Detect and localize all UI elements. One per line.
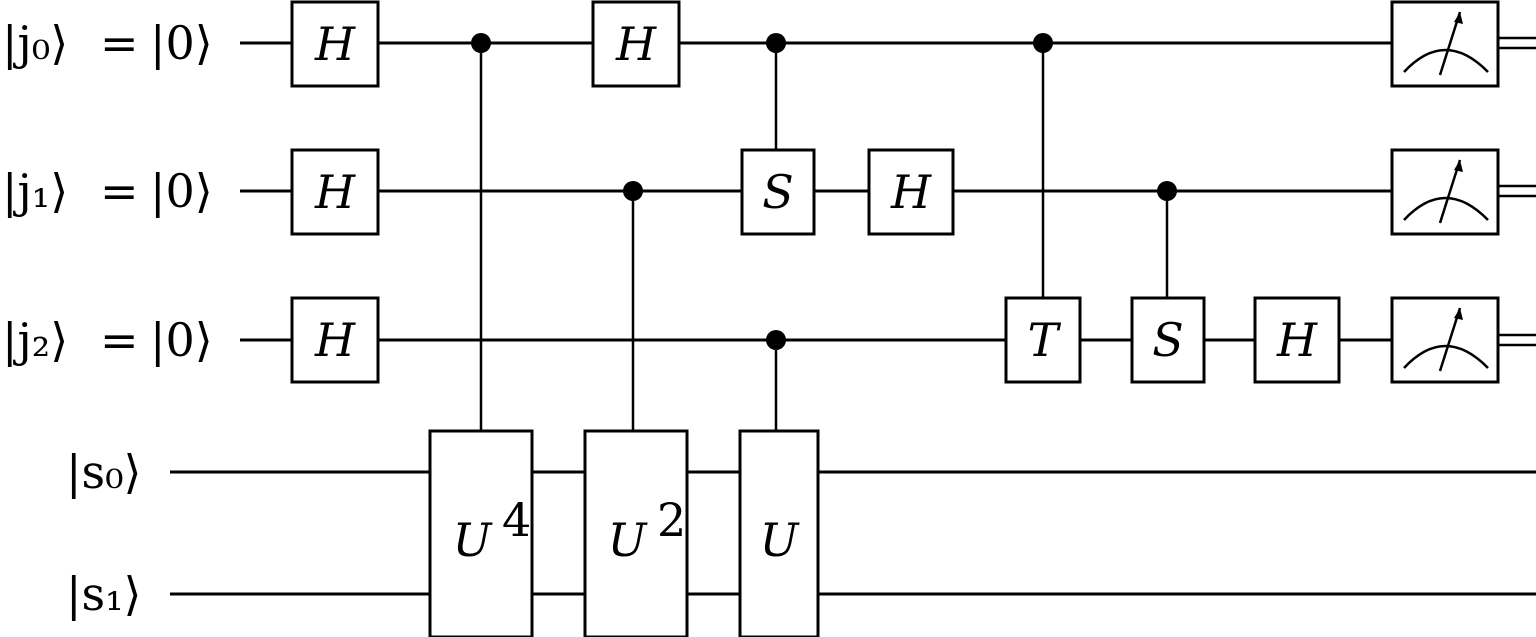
control-dot: [623, 181, 643, 201]
controlled-s-gate-j2: S: [1130, 296, 1206, 384]
control-dot: [1157, 181, 1177, 201]
measurement-meter-icon: [1390, 0, 1500, 88]
exponent: 4: [502, 493, 531, 547]
controlled-u-gate: U: [738, 429, 820, 637]
hadamard-gate-j1: H: [290, 148, 380, 236]
svg-text:U: U: [453, 513, 494, 567]
ket-zero: |0⟩: [150, 313, 213, 367]
equals-sign: =: [100, 16, 139, 70]
ket-j2: |j₂⟩: [2, 313, 68, 367]
ket-zero: |0⟩: [150, 164, 213, 218]
control-dot: [471, 33, 491, 53]
control-dot: [766, 33, 786, 53]
svg-text:U: U: [760, 513, 801, 567]
svg-text:U: U: [608, 513, 649, 567]
ket-j1: |j₁⟩: [2, 164, 68, 218]
control-dot: [1033, 33, 1053, 53]
controlled-u4-gate: U 4: [428, 429, 534, 637]
equals-sign: =: [100, 164, 139, 218]
svg-text:H: H: [1276, 313, 1318, 367]
classical-wire-j1: [1498, 184, 1536, 198]
ket-s0: |s₀⟩: [66, 445, 142, 499]
svg-text:S: S: [762, 165, 794, 219]
classical-wire-j2: [1498, 333, 1536, 347]
wire-label-j2: |j₂⟩ = |0⟩: [2, 313, 213, 367]
hadamard-gate-j0-qft: H: [591, 0, 681, 88]
svg-text:T: T: [1028, 313, 1062, 367]
controlled-s-gate-j1: S: [740, 148, 816, 236]
measurement-meter-icon: [1390, 148, 1500, 236]
svg-text:S: S: [1152, 313, 1184, 367]
svg-text:H: H: [615, 17, 657, 71]
svg-text:H: H: [314, 17, 356, 71]
exponent: 2: [657, 493, 686, 547]
measurement-meter-icon: [1390, 296, 1500, 384]
hadamard-gate-j2-qft: H: [1253, 296, 1341, 384]
hadamard-gate-j0: H: [290, 0, 380, 88]
ket-s1: |s₁⟩: [66, 567, 142, 621]
equals-sign: =: [100, 313, 139, 367]
hadamard-gate-j1-qft: H: [867, 148, 955, 236]
svg-text:H: H: [314, 313, 356, 367]
hadamard-gate-j2: H: [290, 296, 380, 384]
wire-label-j0: |j₀⟩ = |0⟩: [2, 16, 213, 70]
controlled-u2-gate: U 2: [583, 429, 689, 637]
svg-text:H: H: [314, 165, 356, 219]
classical-wire-j0: [1498, 36, 1536, 50]
ket-j0: |j₀⟩: [2, 16, 68, 70]
controlled-t-gate-j2: T: [1004, 296, 1082, 384]
control-dot: [766, 330, 786, 350]
wire-label-j1: |j₁⟩ = |0⟩: [2, 164, 213, 218]
svg-text:H: H: [890, 165, 932, 219]
ket-zero: |0⟩: [150, 16, 213, 70]
